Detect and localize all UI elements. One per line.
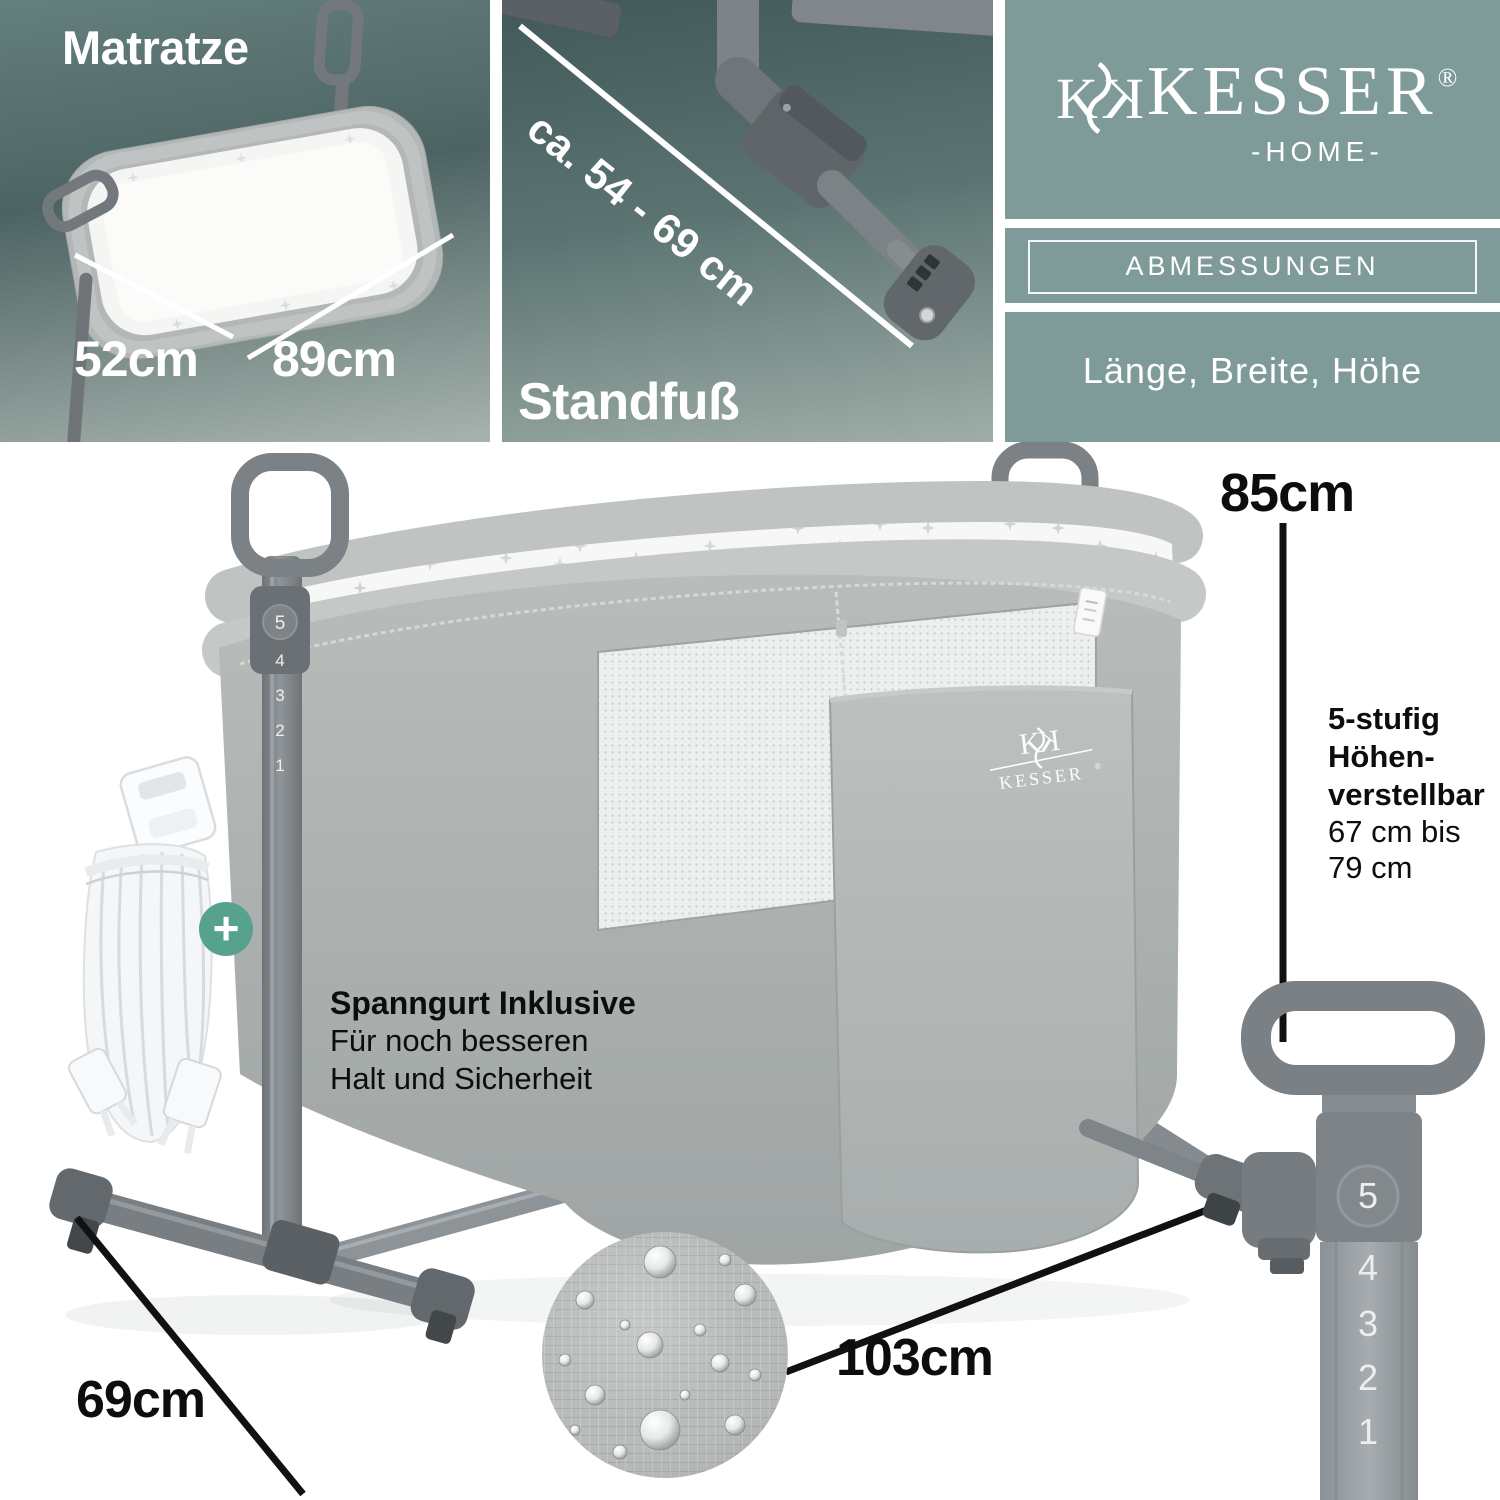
width-dimension-label: 69cm xyxy=(76,1371,206,1429)
strap-clip-right xyxy=(157,1057,222,1155)
adjust-button xyxy=(1336,1164,1400,1228)
matratze-title: Matratze xyxy=(62,21,249,74)
length-dimension-label: 103cm xyxy=(836,1329,994,1387)
bedside-crib: K K KESSER ® xyxy=(202,441,1206,1265)
adjust-line-3: verstellbar xyxy=(1328,777,1485,812)
tension-strap xyxy=(68,756,222,1155)
mini-handle-left xyxy=(42,169,119,233)
strap-note: Spanngurt Inklusive Für noch besseren Ha… xyxy=(330,984,636,1098)
detail-scale-3: 3 xyxy=(1358,1303,1378,1344)
adjust-line-4: 67 cm bis xyxy=(1328,814,1461,849)
strap-line-3: Halt und Sicherheit xyxy=(330,1061,592,1096)
plus-sign: + xyxy=(213,902,240,954)
height-dimension-label: 85cm xyxy=(1220,463,1355,523)
detail-scale-4: 4 xyxy=(1358,1247,1378,1288)
embroidery-brand-reg: ® xyxy=(1094,761,1102,772)
abmessungen-box: ABMESSUNGEN xyxy=(1028,240,1477,294)
mattress-illustration xyxy=(42,0,455,442)
standfuss-title: Standfuß xyxy=(518,373,740,431)
standfoot-illustration xyxy=(502,0,993,349)
mattress-length-label: 89cm xyxy=(272,331,397,387)
plus-badge: + xyxy=(199,902,253,956)
pole-scale-1: 1 xyxy=(275,756,284,775)
crib-pocket xyxy=(828,686,1140,1254)
adjust-line-5: 79 cm xyxy=(1328,850,1413,885)
divider xyxy=(1005,303,1500,312)
zipper-vertical xyxy=(834,591,848,705)
mattress-length-line xyxy=(246,232,455,361)
panel-brand: K K KESSER® -HOME- ABMESSUNGEN Länge, Br… xyxy=(1005,0,1500,442)
pole-scale-3: 3 xyxy=(275,686,284,705)
adjust-line-2: Höhen- xyxy=(1328,739,1435,774)
abmessungen-title: ABMESSUNGEN xyxy=(1125,251,1380,281)
crib-foot-left xyxy=(49,1168,475,1344)
pole-scale-2: 2 xyxy=(275,721,284,740)
panel-matratze: Matratze 52cm 89cm xyxy=(0,0,490,442)
strap-line-1: Spanngurt Inklusive xyxy=(330,985,636,1021)
height-pole-detail: 5 4 3 2 1 xyxy=(1079,981,1485,1500)
mini-mattress xyxy=(102,141,403,322)
divider xyxy=(1005,219,1500,228)
standfoot-range-line xyxy=(518,23,914,349)
kesser-monogram-icon: K K xyxy=(1056,61,1144,135)
plus-icon xyxy=(199,902,253,956)
height-adjust-note: 5-stufig Höhen- verstellbar 67 cm bis 79… xyxy=(1328,700,1485,886)
crib-rim-rear xyxy=(205,480,1203,623)
mini-handle-back xyxy=(313,0,364,86)
strap-clip-left xyxy=(68,1047,138,1137)
crib-handle-left xyxy=(231,453,349,577)
strap-buckle-top xyxy=(119,756,217,856)
brand-home: -HOME- xyxy=(1251,136,1384,167)
water-droplets xyxy=(558,1245,762,1460)
crib-pole-left: 5 4 3 2 1 xyxy=(231,453,349,1262)
detail-scale-2: 2 xyxy=(1358,1357,1378,1398)
pole-scale-5: 5 xyxy=(275,613,286,634)
pole-scale-4: 4 xyxy=(275,651,284,670)
strap-line-2: Für noch besseren xyxy=(330,1023,589,1058)
length-dimension-line xyxy=(784,1194,1240,1376)
panel-standfuss: ca. 54 - 69 cm Standfuß xyxy=(502,0,993,442)
fabric-closeup-circle xyxy=(542,1232,788,1478)
zipper-horizontal xyxy=(239,581,1171,666)
brand-name: KESSER® xyxy=(1147,52,1457,132)
foot-end-cap xyxy=(883,245,976,341)
mattress-width-line xyxy=(73,252,235,340)
width-dimension-line xyxy=(74,1215,306,1497)
brand-name-text: KESSER xyxy=(1147,53,1438,130)
kesser-tag xyxy=(1073,586,1107,638)
pole-handle xyxy=(1241,981,1485,1095)
embroidery-monogram-left-icon: K xyxy=(1017,726,1043,761)
detail-scale-5: 5 xyxy=(1358,1175,1378,1216)
detail-scale-1: 1 xyxy=(1358,1411,1378,1452)
brand-registered-mark: ® xyxy=(1437,63,1458,92)
mattress-width-label: 52cm xyxy=(74,331,199,387)
dimensions-caption: Länge, Breite, Höhe xyxy=(1082,350,1423,391)
adjust-line-1: 5-stufig xyxy=(1328,701,1440,736)
zipper-slider xyxy=(836,620,847,637)
